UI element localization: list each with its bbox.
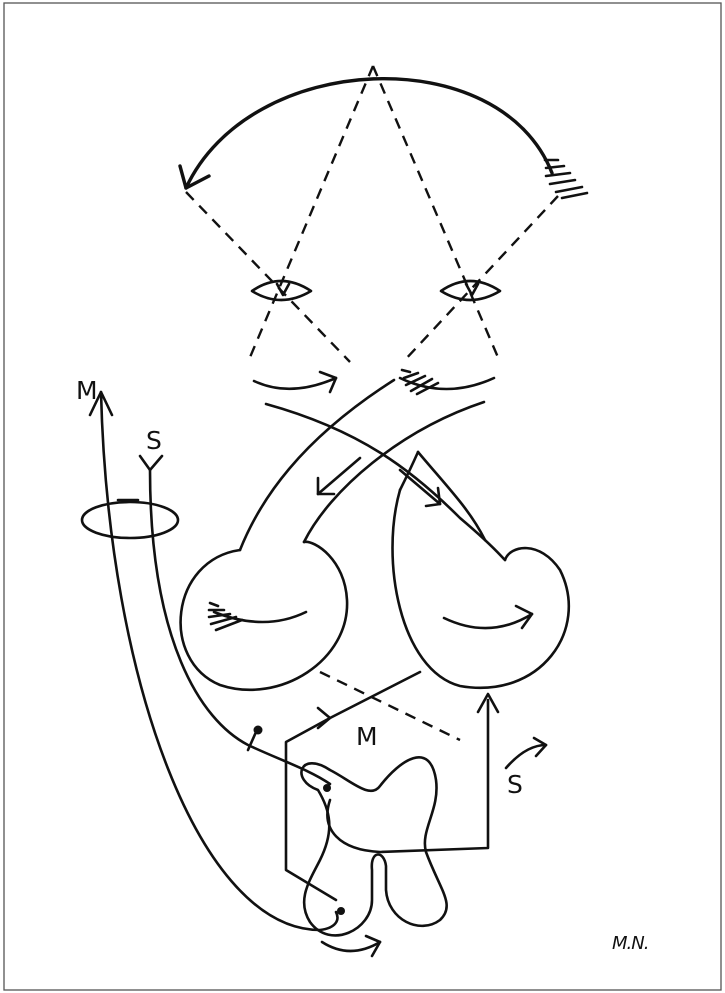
label-m-middle: M (356, 724, 378, 749)
visual-field-arc (180, 79, 552, 188)
label-s-right: S (507, 772, 523, 797)
spinal-cord-section (301, 757, 446, 935)
receptor-ring (82, 500, 178, 538)
motor-pathway-M (286, 672, 420, 900)
page-frame (4, 3, 721, 990)
label-s-top: S (146, 428, 162, 453)
synapse-dots (248, 726, 345, 916)
dashed-cross-connection (320, 672, 460, 740)
author-signature: M.N. (612, 935, 648, 953)
tract-arrow-right (400, 470, 440, 506)
tract-arrow-left (318, 458, 360, 494)
right-retina-arrow (400, 370, 494, 394)
right-eye-lens (441, 281, 500, 300)
long-motor-fiber (90, 392, 337, 930)
left-hemisphere-lobe (181, 542, 347, 690)
optic-chiasm-tracts (240, 380, 505, 560)
label-m-top: M (76, 378, 98, 403)
right-hemisphere-lobe (393, 490, 569, 688)
s-arrow-right (506, 738, 546, 768)
arc-fletching-feathers-icon (545, 160, 587, 198)
left-retina-arrow (254, 372, 336, 392)
bottom-arrow (322, 936, 380, 956)
